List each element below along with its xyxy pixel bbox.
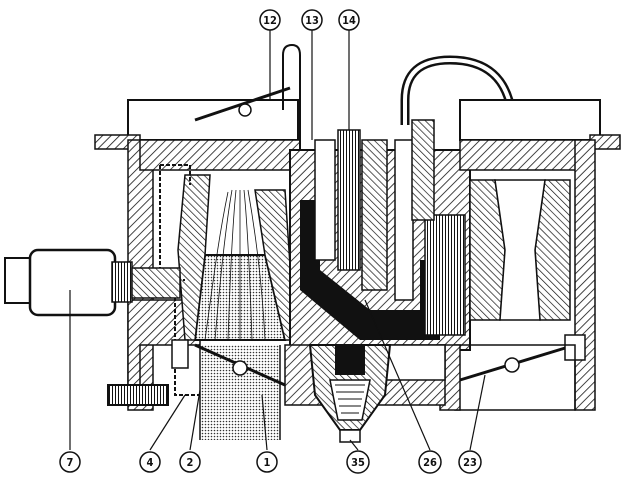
callout-2: 2 <box>179 451 201 473</box>
solenoid-valve <box>4 248 181 317</box>
callout-35: 35 <box>346 450 370 474</box>
float-chamber <box>289 119 471 351</box>
callout-label-7: 7 <box>67 456 74 469</box>
callout-26: 26 <box>418 450 442 474</box>
callout-label-1: 1 <box>264 456 271 469</box>
callout-label-26: 26 <box>423 456 437 469</box>
right-body <box>439 99 621 411</box>
callout-label-14: 14 <box>342 14 356 27</box>
callout-14: 14 <box>338 9 360 31</box>
callout-label-13: 13 <box>305 14 319 27</box>
accelerator-pump <box>308 344 392 443</box>
callout-7: 7 <box>59 451 81 473</box>
callout-1: 1 <box>256 451 278 473</box>
callout-12: 12 <box>259 9 281 31</box>
callout-23: 23 <box>458 450 482 474</box>
callout-label-23: 23 <box>463 456 477 469</box>
callout-label-2: 2 <box>187 456 194 469</box>
callout-label-12: 12 <box>263 14 277 27</box>
callout-4: 4 <box>139 451 161 473</box>
callout-label-35: 35 <box>351 456 365 469</box>
leader-lines <box>69 30 486 451</box>
callout-13: 13 <box>301 9 323 31</box>
callout-label-4: 4 <box>147 456 154 469</box>
